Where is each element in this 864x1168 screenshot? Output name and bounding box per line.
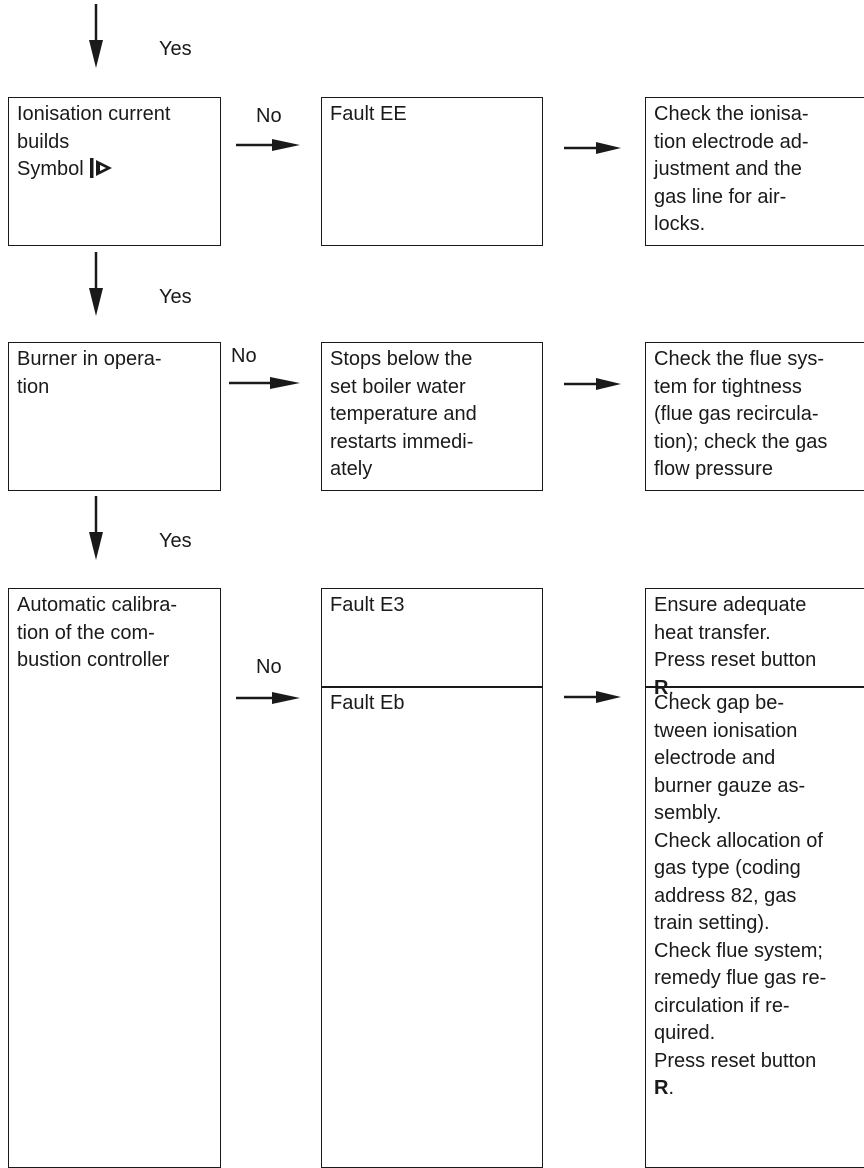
condition-ionisation-line-2: builds [17,130,70,153]
no-label-3: No [256,656,282,678]
condition-burner-box: Burner in opera- tion [8,342,221,491]
fault-restart-line-2: set boiler water [330,375,466,398]
remedy-gap-line-12: circulation if re- [654,994,790,1017]
remedy-gap-line-11: remedy flue gas re- [654,967,827,989]
condition-calibration-box: Automatic calibra- tion of the com- bust… [8,588,221,1168]
right-arrow-no-2 [229,377,300,389]
remedy-heat-line-1: Ensure adequate [654,594,807,616]
symbol-prefix: Symbol [17,158,84,180]
fault-restart-box: Stops below the set boiler water tempera… [321,342,543,491]
right-arrow-no-1 [236,139,300,151]
fault-restart-line-1: Stops below the [330,348,473,370]
fault-e3-text: Fault E3 [330,594,405,616]
no-label-1: No [256,105,282,127]
reset-button-ref-2: R [654,1077,669,1099]
remedy-gap-line-8: address 82, gas [654,884,797,907]
fault-ee-box: Fault EE [321,97,543,246]
right-arrow-remedy-1 [564,142,621,154]
remedy-gap-line-4: burner gauze as- [654,774,806,797]
yes-label-2: Yes [159,286,192,308]
fault-e3-box: Fault E3 [321,588,543,688]
right-arrow-remedy-3 [564,691,621,703]
condition-burner-line-2: tion [17,375,50,398]
remedy-gap-line-5: sembly. [654,802,722,824]
condition-ionisation-line-1: Ionisation current [17,103,171,125]
remedy-ionisation-box: Check the ionisa- tion electrode ad- jus… [645,97,864,246]
remedy-ionisation-line-5: locks. [654,213,706,235]
remedy-gap-line-14: Press reset button [654,1049,817,1072]
remedy-gap-line-7: gas type (coding [654,857,801,879]
remedy-heat-line-4: R. [654,676,675,699]
remedy-gap-line-6: Check allocation of [654,829,823,852]
right-arrow-no-3 [236,692,300,704]
remedy-gap-line-15: R. [654,1077,675,1099]
right-arrow-remedy-2 [564,378,621,390]
down-arrow-2 [89,252,103,316]
condition-burner-line-1: Burner in opera- [17,348,162,370]
fault-eb-text: Fault Eb [330,692,405,714]
remedy-gap-line-1: Check gap be- [654,692,785,714]
remedy-heat-line-3: Press reset button [654,649,817,671]
remedy-flue-line-5: flow pressure [654,458,773,480]
condition-ionisation-box: Ionisation current builds Symbol [8,97,221,246]
fault-restart-line-3: temperature and [330,403,477,425]
condition-calibration-line-1: Automatic calibra- [17,594,178,616]
remedy-ionisation-line-1: Check the ionisa- [654,103,809,125]
remedy-flue-line-4: tion); check the gas [654,430,828,453]
fault-ee-text: Fault EE [330,103,407,125]
yes-label-3: Yes [159,530,192,552]
remedy-gap-line-3: electrode and [654,747,776,769]
down-arrow-1 [89,4,103,68]
fault-restart-line-5: ately [330,458,373,480]
remedy-flue-box: Check the flue sys- tem for tightness (f… [645,342,864,491]
remedy-gap-line-13: quired. [654,1022,716,1044]
remedy-flue-line-3: (flue gas recircula- [654,403,819,425]
fault-eb-box: Fault Eb [321,686,543,1168]
down-arrow-3 [89,496,103,560]
reset-button-ref-1: R [654,676,669,699]
remedy-gap-line-9: train setting). [654,912,770,934]
remedy-ionisation-line-4: gas line for air- [654,185,787,208]
remedy-ionisation-line-2: tion electrode ad- [654,130,809,153]
remedy-gap-line-10: Check flue system; [654,939,823,962]
condition-calibration-line-2: tion of the com- [17,621,155,644]
condition-ionisation-line-3: Symbol [17,156,212,184]
remedy-ionisation-line-3: justment and the [654,158,802,180]
remedy-heat-line-2: heat transfer. [654,621,771,644]
remedy-flue-line-1: Check the flue sys- [654,348,825,370]
remedy-flue-line-2: tem for tightness [654,375,802,398]
condition-calibration-line-3: bustion controller [17,649,170,671]
remedy-gap-box: Check gap be- tween ionisation electrode… [645,686,864,1168]
remedy-heat-transfer-box: Ensure adequate heat transfer. Press res… [645,588,864,699]
no-label-2: No [231,345,257,367]
fault-restart-line-4: restarts immedi- [330,430,474,453]
yes-label-1: Yes [159,38,192,60]
remedy-gap-line-2: tween ionisation [654,719,798,742]
flame-symbol-icon [89,158,112,178]
